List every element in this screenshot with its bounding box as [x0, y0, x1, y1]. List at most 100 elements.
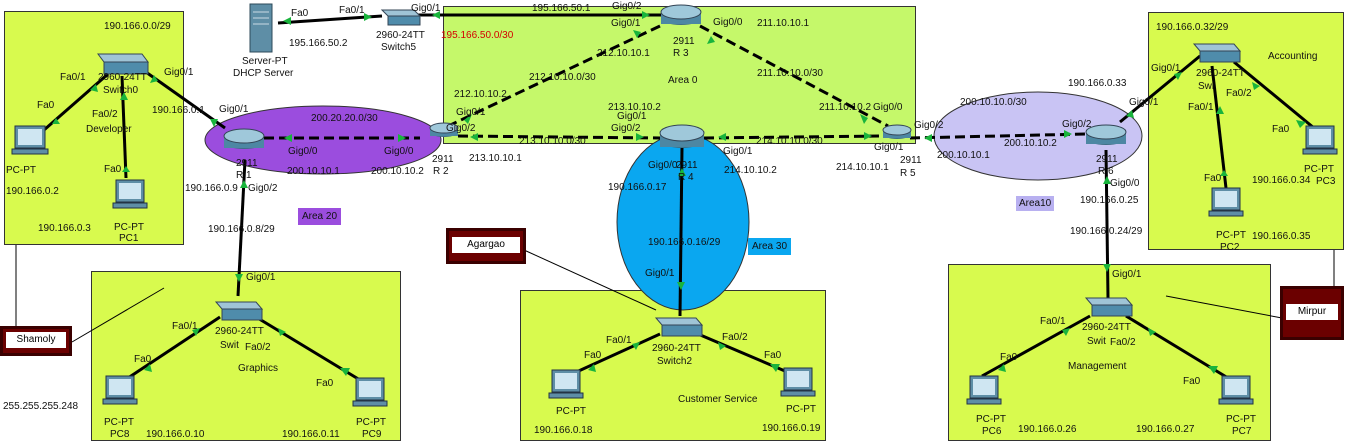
router-icon[interactable]	[660, 4, 702, 25]
callout-line-agargao	[523, 249, 657, 311]
pc-icon[interactable]	[1208, 187, 1244, 217]
status-up-icon	[718, 133, 726, 141]
ip-label: 190.166.0.10	[146, 429, 205, 440]
callout-mirpur-label: Mirpur	[1286, 304, 1338, 320]
network-label: 195.166.50.0/30	[441, 30, 514, 41]
status-up-icon	[636, 133, 644, 141]
router-icon[interactable]	[882, 124, 912, 139]
link-switchm-pc6	[981, 314, 1091, 378]
status-up-icon	[1103, 176, 1111, 184]
status-up-icon	[398, 134, 406, 142]
pc7-type-label: PC-PT	[1226, 414, 1256, 425]
switch-icon[interactable]	[380, 9, 422, 26]
status-up-icon	[278, 328, 286, 336]
link-switch2-pccs1	[571, 332, 661, 376]
pc9-type-label: PC-PT	[356, 417, 386, 428]
pc-icon[interactable]	[548, 369, 584, 399]
pc-icon[interactable]	[966, 375, 1002, 405]
switcha-name-label: Swi	[1198, 81, 1215, 92]
switch-icon[interactable]	[654, 317, 704, 337]
port-label: Fa0	[1204, 173, 1222, 184]
r3-name-label: R 3	[673, 48, 689, 59]
port-label: Gig0/1	[219, 104, 249, 115]
ip-label: 213.10.10.1	[469, 153, 522, 164]
switch-icon[interactable]	[97, 53, 149, 75]
port-label: Gig0/1	[611, 18, 641, 29]
r6-model-label: 2911	[1096, 154, 1118, 165]
r3-model-label: 2911	[673, 36, 695, 47]
pc-icon[interactable]	[352, 377, 388, 407]
status-up-icon	[1174, 72, 1182, 80]
port-label: Gig0/1	[874, 142, 904, 153]
status-up-icon	[1208, 366, 1218, 374]
ip-label: 213.10.10.2	[608, 102, 661, 113]
router-icon[interactable]	[223, 128, 265, 149]
pc-icon[interactable]	[102, 375, 138, 405]
r2-model-label: 2911	[432, 154, 454, 165]
ip-label: 190.166.0.17	[608, 182, 667, 193]
pc1-type-label: PC-PT	[114, 222, 144, 233]
zone-label-area30: Area 30	[748, 238, 792, 255]
mask-label: 255.255.255.248	[3, 401, 79, 412]
port-label: Fa0/1	[1188, 102, 1214, 113]
callout-mirpur: Mirpur	[1280, 286, 1344, 340]
router-icon[interactable]	[1085, 124, 1127, 145]
status-up-icon	[283, 17, 291, 25]
status-up-icon	[464, 114, 472, 124]
status-up-icon	[1062, 328, 1070, 336]
r5-model-label: 2911	[900, 155, 922, 166]
router-icon[interactable]	[429, 122, 459, 137]
switch-icon[interactable]	[1084, 297, 1134, 317]
switchm-name-label: Swit	[1087, 336, 1106, 347]
link-switcha-pc2	[1210, 65, 1228, 189]
status-up-icon	[770, 364, 780, 372]
pccs2-type-label: PC-PT	[786, 404, 816, 415]
status-up-icon	[998, 364, 1006, 372]
network-label: 211.10.10.0/30	[757, 68, 823, 79]
port-label: Fa0/2	[1110, 337, 1136, 348]
ip-label: 190.166.0.3	[38, 223, 91, 234]
switchg-name-label: Swit	[220, 340, 239, 351]
port-label: Gig0/1	[723, 146, 753, 157]
server-icon[interactable]	[249, 3, 273, 53]
zone-label-management: Management	[1068, 361, 1127, 372]
port-label: Gig0/0	[1110, 178, 1140, 189]
status-up-icon	[1148, 328, 1156, 336]
status-up-icon	[470, 133, 478, 141]
link-r4-r5	[703, 134, 885, 140]
link-switchg-pc8	[127, 315, 221, 380]
switch2-name-label: Switch2	[657, 356, 693, 367]
router-icon[interactable]	[659, 124, 705, 148]
port-label: Fa0	[764, 350, 782, 361]
ip-label: 190.166.0.2	[6, 186, 59, 197]
r4-model-label: 2911	[676, 160, 698, 171]
status-up-icon	[642, 11, 650, 19]
r1-model-label: 2911	[236, 158, 258, 169]
port-label: Fa0	[1272, 124, 1290, 135]
pc-icon[interactable]	[112, 179, 148, 209]
ip-label: 190.166.0.34	[1252, 175, 1311, 186]
pc-icon[interactable]	[11, 125, 49, 155]
pc-icon[interactable]	[1302, 125, 1338, 155]
network-label: 190.166.0.0/29	[104, 21, 171, 32]
ip-label: 200.10.10.2	[371, 166, 424, 177]
status-up-icon	[90, 84, 98, 92]
port-label: Gig0/0	[713, 17, 743, 28]
network-label: 213.10.10.0/30	[519, 136, 586, 147]
ip-label: 190.166.0.26	[1018, 424, 1077, 435]
switch-icon[interactable]	[214, 301, 264, 321]
port-label: Gig0/1	[645, 268, 675, 279]
port-label: Fa0/2	[1226, 88, 1252, 99]
zone-label-customer-service: Customer Service	[678, 394, 758, 405]
ip-label: 200.10.10.1	[937, 150, 990, 161]
port-label: Fa0/1	[339, 5, 365, 16]
switch-icon[interactable]	[1192, 43, 1242, 63]
pc-icon[interactable]	[1218, 375, 1254, 405]
link-status-indicators	[52, 11, 1306, 376]
r6-name-label: R 6	[1098, 166, 1114, 177]
port-label: Gig0/1	[246, 272, 276, 283]
status-up-icon	[864, 132, 872, 140]
pc-icon[interactable]	[780, 367, 816, 397]
status-up-icon	[150, 75, 158, 83]
